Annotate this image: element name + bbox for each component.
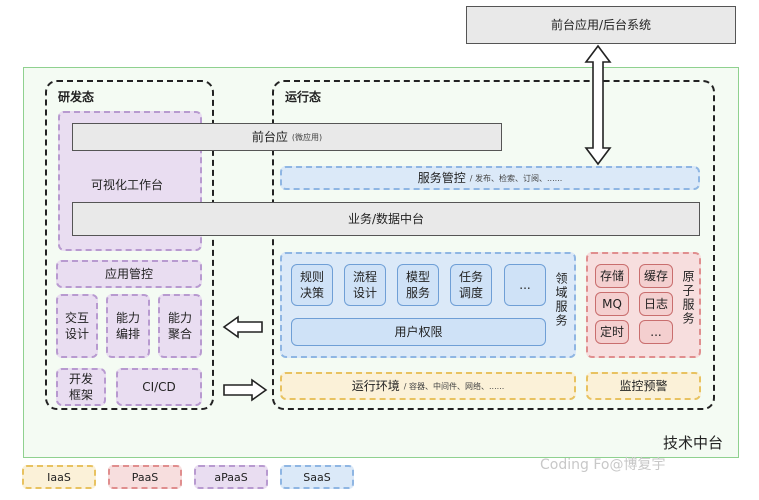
atomic-more-label: ... (650, 324, 662, 339)
app-mgmt-box: 应用管控 (56, 260, 202, 288)
monitor-label: 监控预警 (619, 378, 668, 393)
storage-cell: 存储 (595, 264, 629, 288)
legend-iaas-label: IaaS (47, 470, 71, 484)
model-service-label: 模型 服务 (405, 269, 430, 300)
log-cell: 日志 (639, 292, 673, 316)
dev-framework-cell: 开发 框架 (56, 368, 106, 406)
run-zone (272, 80, 715, 410)
cicd-cell: CI/CD (116, 368, 202, 406)
user-permission-label: 用户权限 (394, 324, 443, 339)
service-mgmt-box: 服务管控 / 发布、检索、订阅、...... (280, 166, 700, 190)
domain-services-label: 领域服务 (554, 272, 568, 328)
legend-saas: SaaS (280, 465, 354, 489)
dev-zone (45, 80, 214, 410)
atomic-more-cell: ... (639, 320, 673, 344)
runtime-env-box: 运行环境 / 容器、中间件、网络、...... (280, 372, 576, 400)
mq-label: MQ (602, 296, 622, 311)
storage-label: 存储 (599, 268, 624, 283)
interact-design-label: 交互 设计 (64, 310, 89, 341)
timer-label: 定时 (599, 324, 624, 339)
business-data-bar: 业务/数据中台 (72, 202, 700, 236)
legend-apaas-label: aPaaS (214, 470, 248, 484)
task-schedule-cell: 任务 调度 (450, 264, 492, 306)
frontend-backend-systems-box: 前台应用/后台系统 (466, 6, 736, 44)
monitor-box: 监控预警 (586, 372, 701, 400)
front-app-bar: 前台应 (微应用) (72, 123, 502, 151)
interact-design-cell: 交互 设计 (56, 294, 98, 358)
log-label: 日志 (643, 296, 668, 311)
front-app-label: 前台应 (251, 129, 288, 144)
user-permission-cell: 用户权限 (291, 318, 546, 346)
legend-saas-label: SaaS (303, 470, 331, 484)
runtime-env-label: 运行环境 (351, 378, 400, 393)
legend-apaas: aPaaS (194, 465, 268, 489)
tech-middle-platform-label: 技术中台 (663, 434, 724, 452)
legend-paas-label: PaaS (131, 470, 159, 484)
rules-decision-cell: 规则 决策 (291, 264, 333, 306)
capability-orch-label: 能力 编排 (115, 310, 140, 341)
watermark-label: Coding Fo@博复宇 (540, 457, 666, 473)
model-service-cell: 模型 服务 (397, 264, 439, 306)
domain-more-cell: ... (504, 264, 546, 306)
visual-workbench-label: 可视化工作台 (91, 178, 164, 192)
service-mgmt-sublabel: / 发布、检索、订阅、...... (469, 173, 563, 183)
cache-cell: 缓存 (639, 264, 673, 288)
runtime-env-sublabel: / 容器、中间件、网络、...... (403, 381, 505, 391)
process-design-cell: 流程 设计 (344, 264, 386, 306)
rules-decision-label: 规则 决策 (299, 269, 324, 300)
business-data-label: 业务/数据中台 (347, 211, 425, 226)
frontend-backend-systems-label: 前台应用/后台系统 (550, 17, 652, 32)
watermark: Coding Fo@博复宇 (540, 454, 665, 474)
cicd-label: CI/CD (142, 379, 176, 394)
capability-agg-cell: 能力 聚合 (158, 294, 202, 358)
legend-paas: PaaS (108, 465, 182, 489)
cache-label: 缓存 (643, 268, 668, 283)
dev-zone-title: 研发态 (58, 90, 95, 104)
mq-cell: MQ (595, 292, 629, 316)
domain-more-label: ... (519, 277, 531, 292)
legend-iaas: IaaS (22, 465, 96, 489)
service-mgmt-label: 服务管控 (417, 170, 466, 185)
front-app-sublabel: (微应用) (291, 132, 323, 142)
dev-framework-label: 开发 框架 (68, 371, 93, 402)
task-schedule-label: 任务 调度 (458, 269, 483, 300)
process-design-label: 流程 设计 (352, 269, 377, 300)
capability-orch-cell: 能力 编排 (106, 294, 150, 358)
capability-agg-label: 能力 聚合 (167, 310, 192, 341)
atomic-services-label: 原子服务 (681, 270, 695, 326)
run-zone-title: 运行态 (285, 90, 322, 104)
timer-cell: 定时 (595, 320, 629, 344)
app-mgmt-label: 应用管控 (104, 266, 153, 281)
